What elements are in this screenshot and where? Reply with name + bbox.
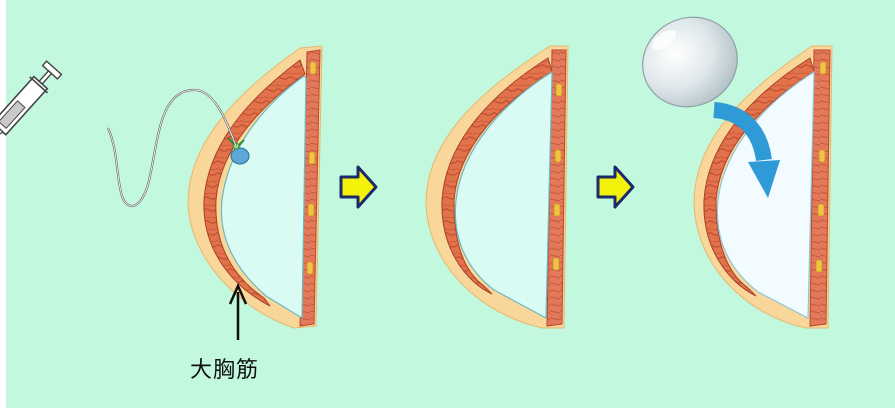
valve-icon — [231, 148, 249, 164]
pectoralis-major-label: 大胸筋 — [190, 352, 259, 384]
